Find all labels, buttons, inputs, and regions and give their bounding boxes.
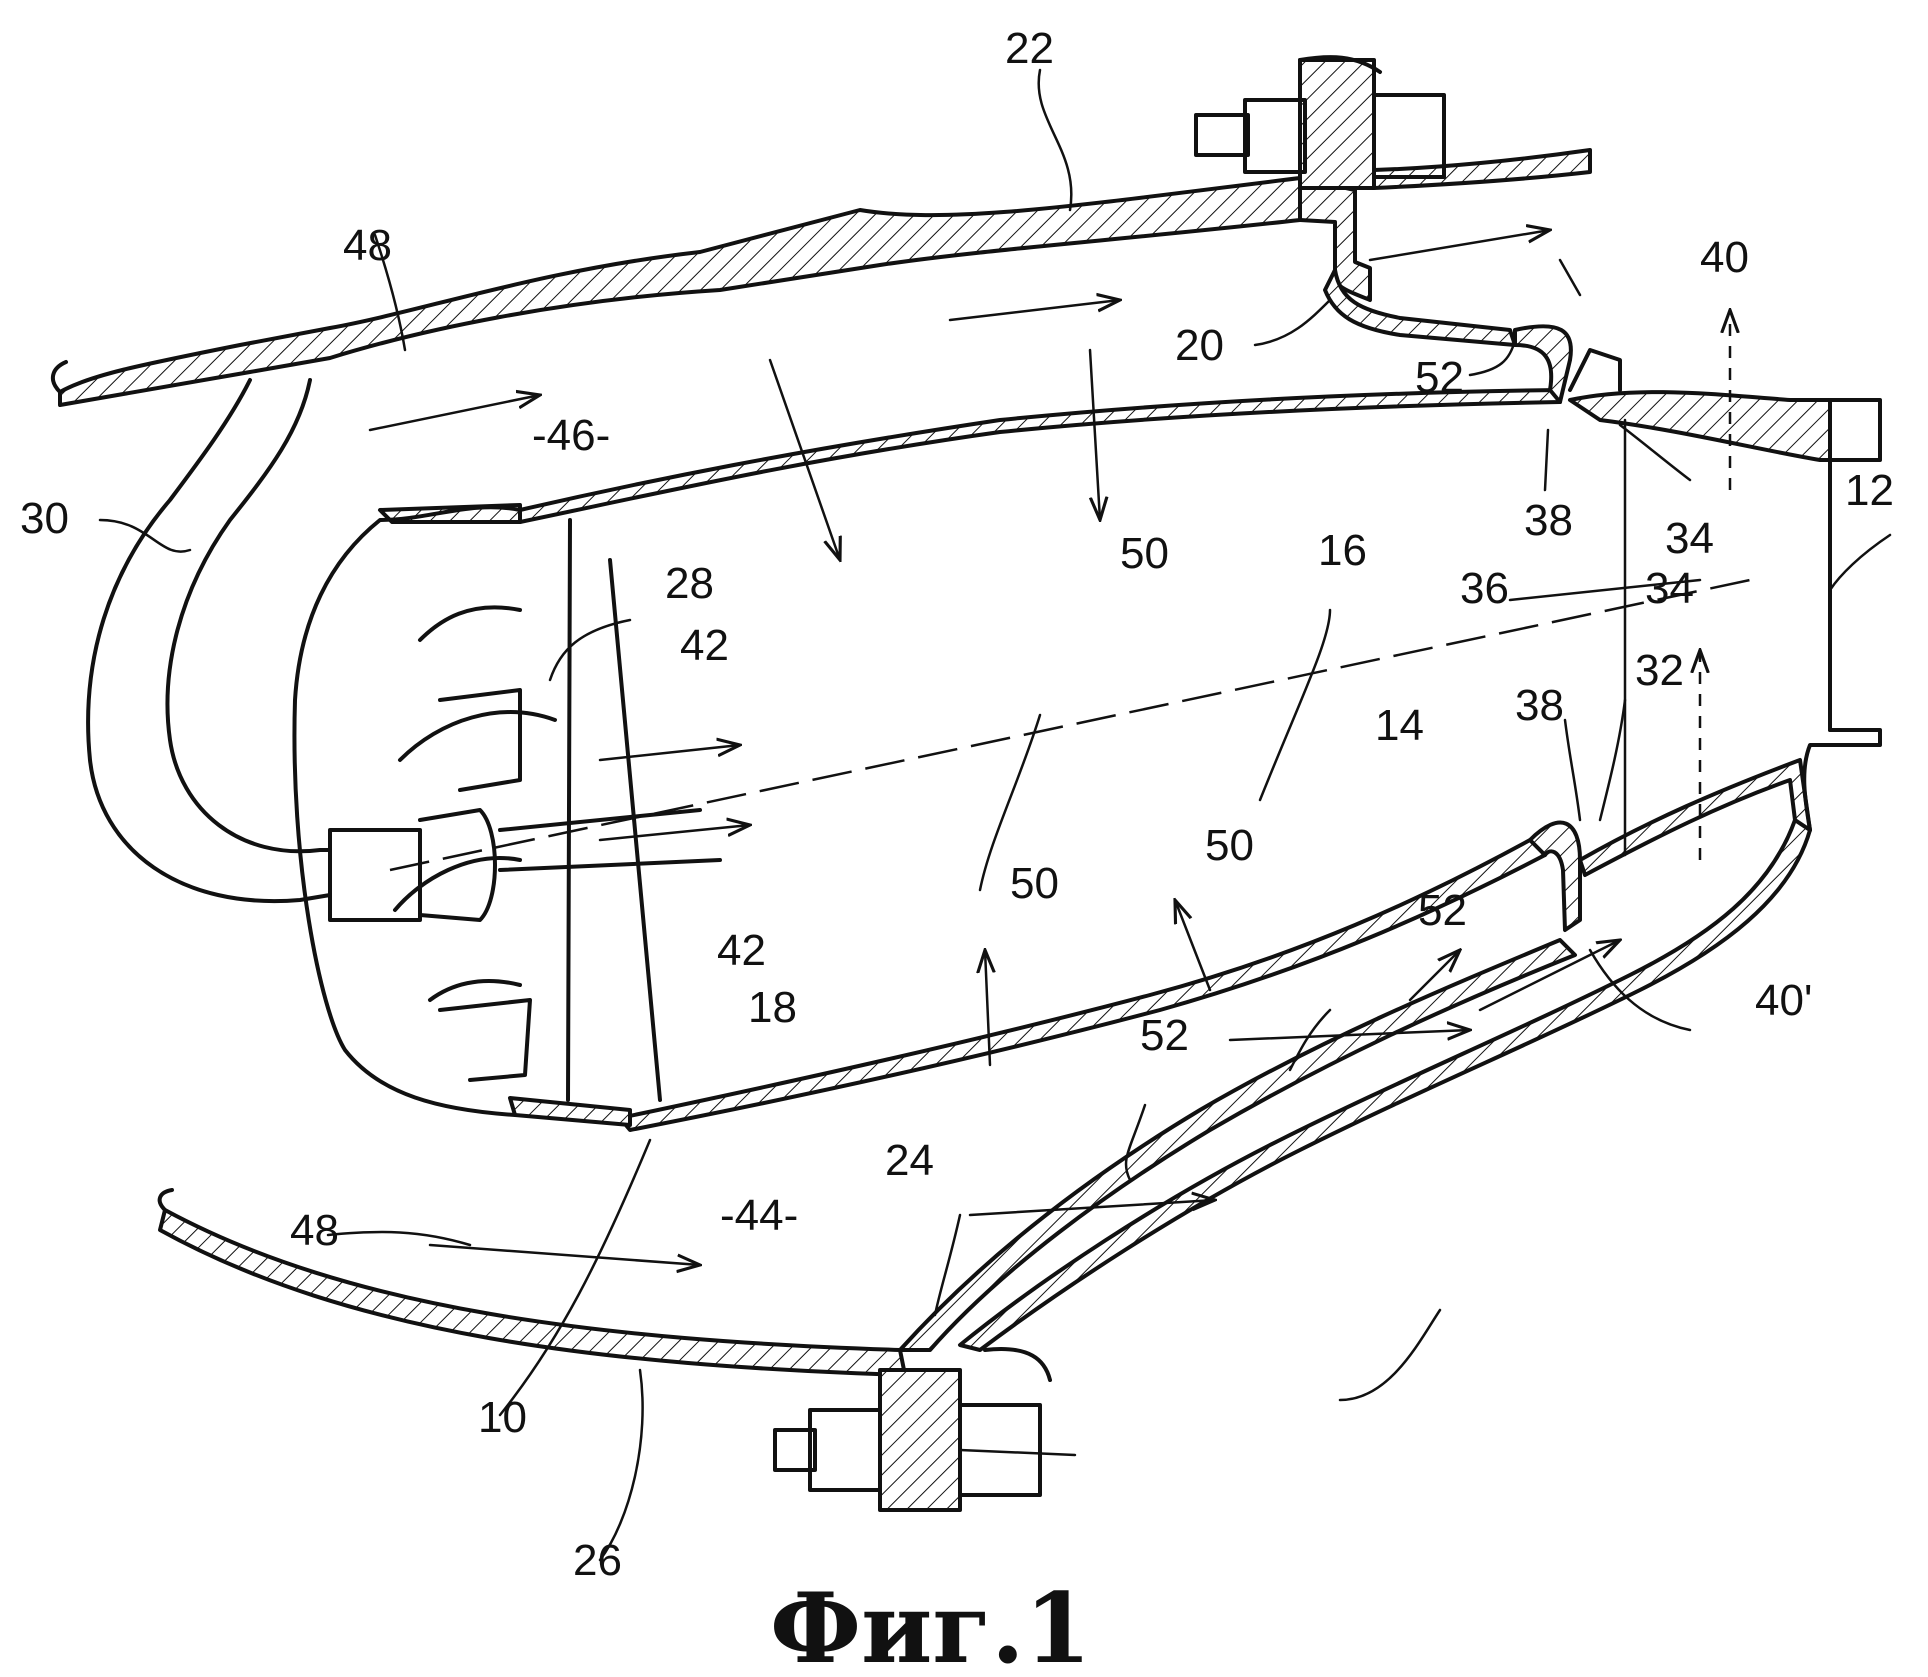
flow-arrows [368, 230, 1730, 1265]
label-38-mid: 38 [1515, 681, 1564, 730]
label-40: 40 [1700, 233, 1749, 282]
bottom-flange-bolt [773, 1347, 1077, 1512]
label-52-right: 52 [1418, 886, 1467, 935]
figure-caption: Фиг.1 [770, 1572, 1091, 1677]
label-10: 10 [478, 1393, 527, 1442]
label-20: 20 [1175, 321, 1224, 370]
label-50-left: 50 [1010, 859, 1059, 908]
fuel-pipe-30 [86, 378, 332, 904]
chamber-dome-18 [292, 503, 662, 1127]
flame-tube-inner-wall-14 [618, 820, 1582, 1132]
label-34-top: 34 [1665, 514, 1714, 563]
label-52-top: 52 [1415, 353, 1464, 402]
label-22: 22 [1005, 24, 1054, 73]
label-26: 26 [573, 1536, 622, 1585]
leader-lines [98, 68, 1892, 1562]
label-52-mid: 52 [1140, 1011, 1189, 1060]
outer-casing [50, 148, 1322, 407]
label-40-prime: 40' [1755, 976, 1812, 1025]
outlet-12 [1568, 348, 1882, 857]
label-38-top: 38 [1524, 496, 1573, 545]
label-46: -46- [532, 411, 610, 460]
label-34-mid: 34 [1645, 564, 1694, 613]
label-36: 36 [1460, 564, 1509, 613]
label-16: 16 [1318, 526, 1367, 575]
label-24: 24 [885, 1136, 934, 1185]
flame-tube-outer-wall-16 [518, 324, 1573, 524]
label-18: 18 [748, 983, 797, 1032]
label-12: 12 [1845, 466, 1894, 515]
diffuser-24 [898, 758, 1812, 1352]
injector-swirler [328, 688, 722, 1082]
label-48-top: 48 [343, 221, 392, 270]
label-30: 30 [20, 494, 69, 543]
label-44: -44- [720, 1191, 798, 1240]
top-flange-bolt [1194, 55, 1592, 302]
label-28: 28 [665, 559, 714, 608]
label-48-bottom: 48 [290, 1206, 339, 1255]
label-14: 14 [1375, 701, 1424, 750]
label-50-right: 50 [1205, 821, 1254, 870]
label-42-top: 42 [680, 621, 729, 670]
label-32: 32 [1635, 646, 1684, 695]
reference-labels: 22 48 -46- 40 20 52 30 12 38 34 50 16 28… [20, 24, 1894, 1585]
label-50-top: 50 [1120, 529, 1169, 578]
chamber-axis-36 [389, 578, 1751, 872]
label-42-bottom: 42 [717, 926, 766, 975]
